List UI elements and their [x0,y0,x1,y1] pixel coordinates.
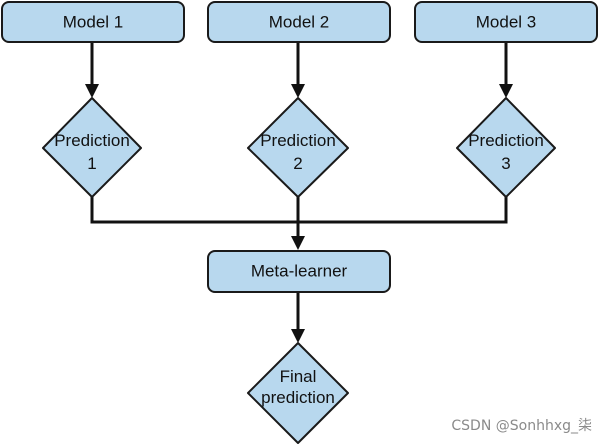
meta-learner-label: Meta-learner [251,262,348,281]
model-label: Model 1 [63,13,123,32]
model-label: Model 2 [269,13,329,32]
watermark-text: CSDN @Sonhhxg_柒 [451,418,592,434]
prediction-label-line2: 3 [501,154,510,173]
final-prediction-label-line2: prediction [261,388,335,407]
prediction-label-line1: Prediction [54,131,130,150]
connectors [85,42,513,343]
prediction-diamond-1: Prediction 1 [42,97,142,198]
arrowhead-final-prediction [291,329,305,343]
final-prediction-label-line1: Final [280,367,317,386]
prediction-label-line2: 1 [87,154,96,173]
prediction-diamond-2: Prediction 2 [247,97,349,198]
prediction-label-line2: 2 [293,154,302,173]
model-box-1: Model 1 [1,1,185,43]
model-box-2: Model 2 [207,1,391,43]
arrowhead-meta-learner [291,236,305,250]
meta-learner-box: Meta-learner [207,250,391,293]
prediction-label-line1: Prediction [260,131,336,150]
final-prediction-diamond: Final prediction [247,342,349,444]
model-label: Model 3 [476,13,536,32]
arrowhead-prediction-1 [85,84,99,98]
arrowhead-prediction-3 [499,84,513,98]
prediction-label-line1: Prediction [468,131,544,150]
model-box-3: Model 3 [414,1,598,43]
prediction-diamond-3: Prediction 3 [456,97,556,198]
arrowhead-prediction-2 [291,84,305,98]
